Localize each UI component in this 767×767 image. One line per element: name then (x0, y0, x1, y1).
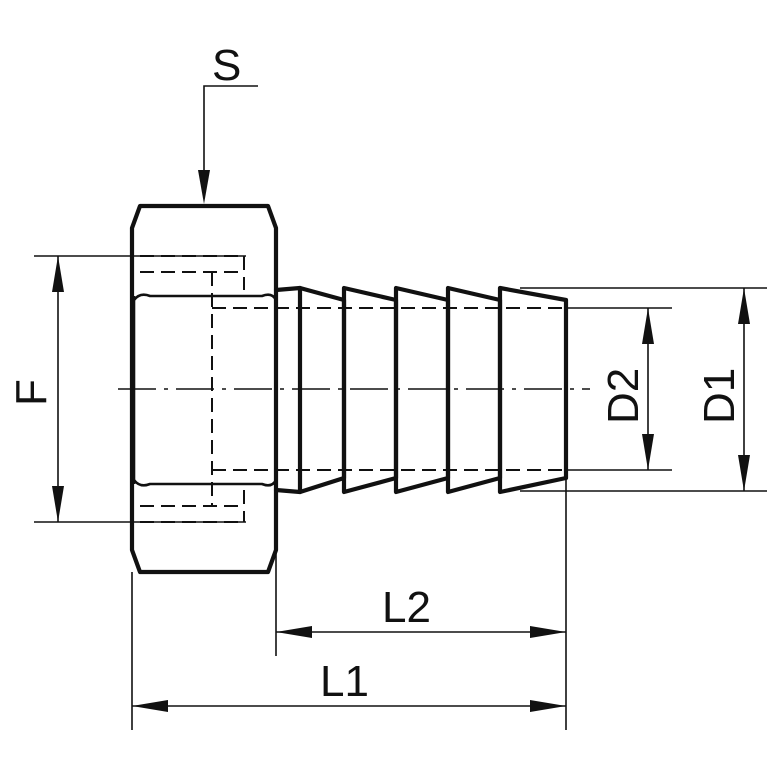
dimension-l1: L1 (131, 572, 566, 730)
dimension-d1-arrow-bottom (738, 455, 750, 491)
hose-barb (273, 285, 569, 495)
dimension-f-label: F (7, 379, 56, 406)
dimension-l2-label: L2 (382, 583, 431, 632)
barb-neck (273, 285, 303, 495)
hex-nut (129, 203, 279, 575)
hex-nut-upper-flat-curve (132, 293, 278, 301)
dimension-l1-arrow-right (530, 700, 566, 712)
dimension-s-leader (203, 85, 258, 170)
hex-nut-outline (129, 203, 279, 575)
dimension-l2-arrow-left (276, 626, 312, 638)
barb-ring-3 (393, 285, 451, 495)
dimension-f: F (7, 255, 246, 523)
dimension-l2: L2 (275, 478, 567, 730)
dimension-s-arrowhead (198, 170, 210, 204)
dimension-l1-label: L1 (320, 657, 369, 706)
dimension-s-label: S (212, 41, 241, 90)
dimension-d2-arrow-bottom (642, 434, 654, 470)
dimension-s: S (198, 41, 258, 204)
dimension-f-arrow-bottom (52, 486, 64, 522)
dimension-l1-arrow-left (132, 700, 168, 712)
barb-ring-1 (297, 285, 347, 495)
dimension-d1-arrow-top (738, 288, 750, 324)
hex-nut-lower-flat-curve (132, 479, 278, 487)
dimension-d2: D2 (568, 307, 672, 471)
dimension-d2-label: D2 (599, 368, 648, 424)
barb-ring-4 (445, 285, 503, 495)
dimension-d1: D1 (520, 287, 767, 492)
barb-ring-5 (497, 285, 569, 495)
dimension-d1-label: D1 (695, 368, 744, 424)
dimension-l2-arrow-right (530, 626, 566, 638)
dimension-d2-arrow-top (642, 308, 654, 344)
barb-ring-2 (341, 285, 399, 495)
dimension-f-arrow-top (52, 256, 64, 292)
